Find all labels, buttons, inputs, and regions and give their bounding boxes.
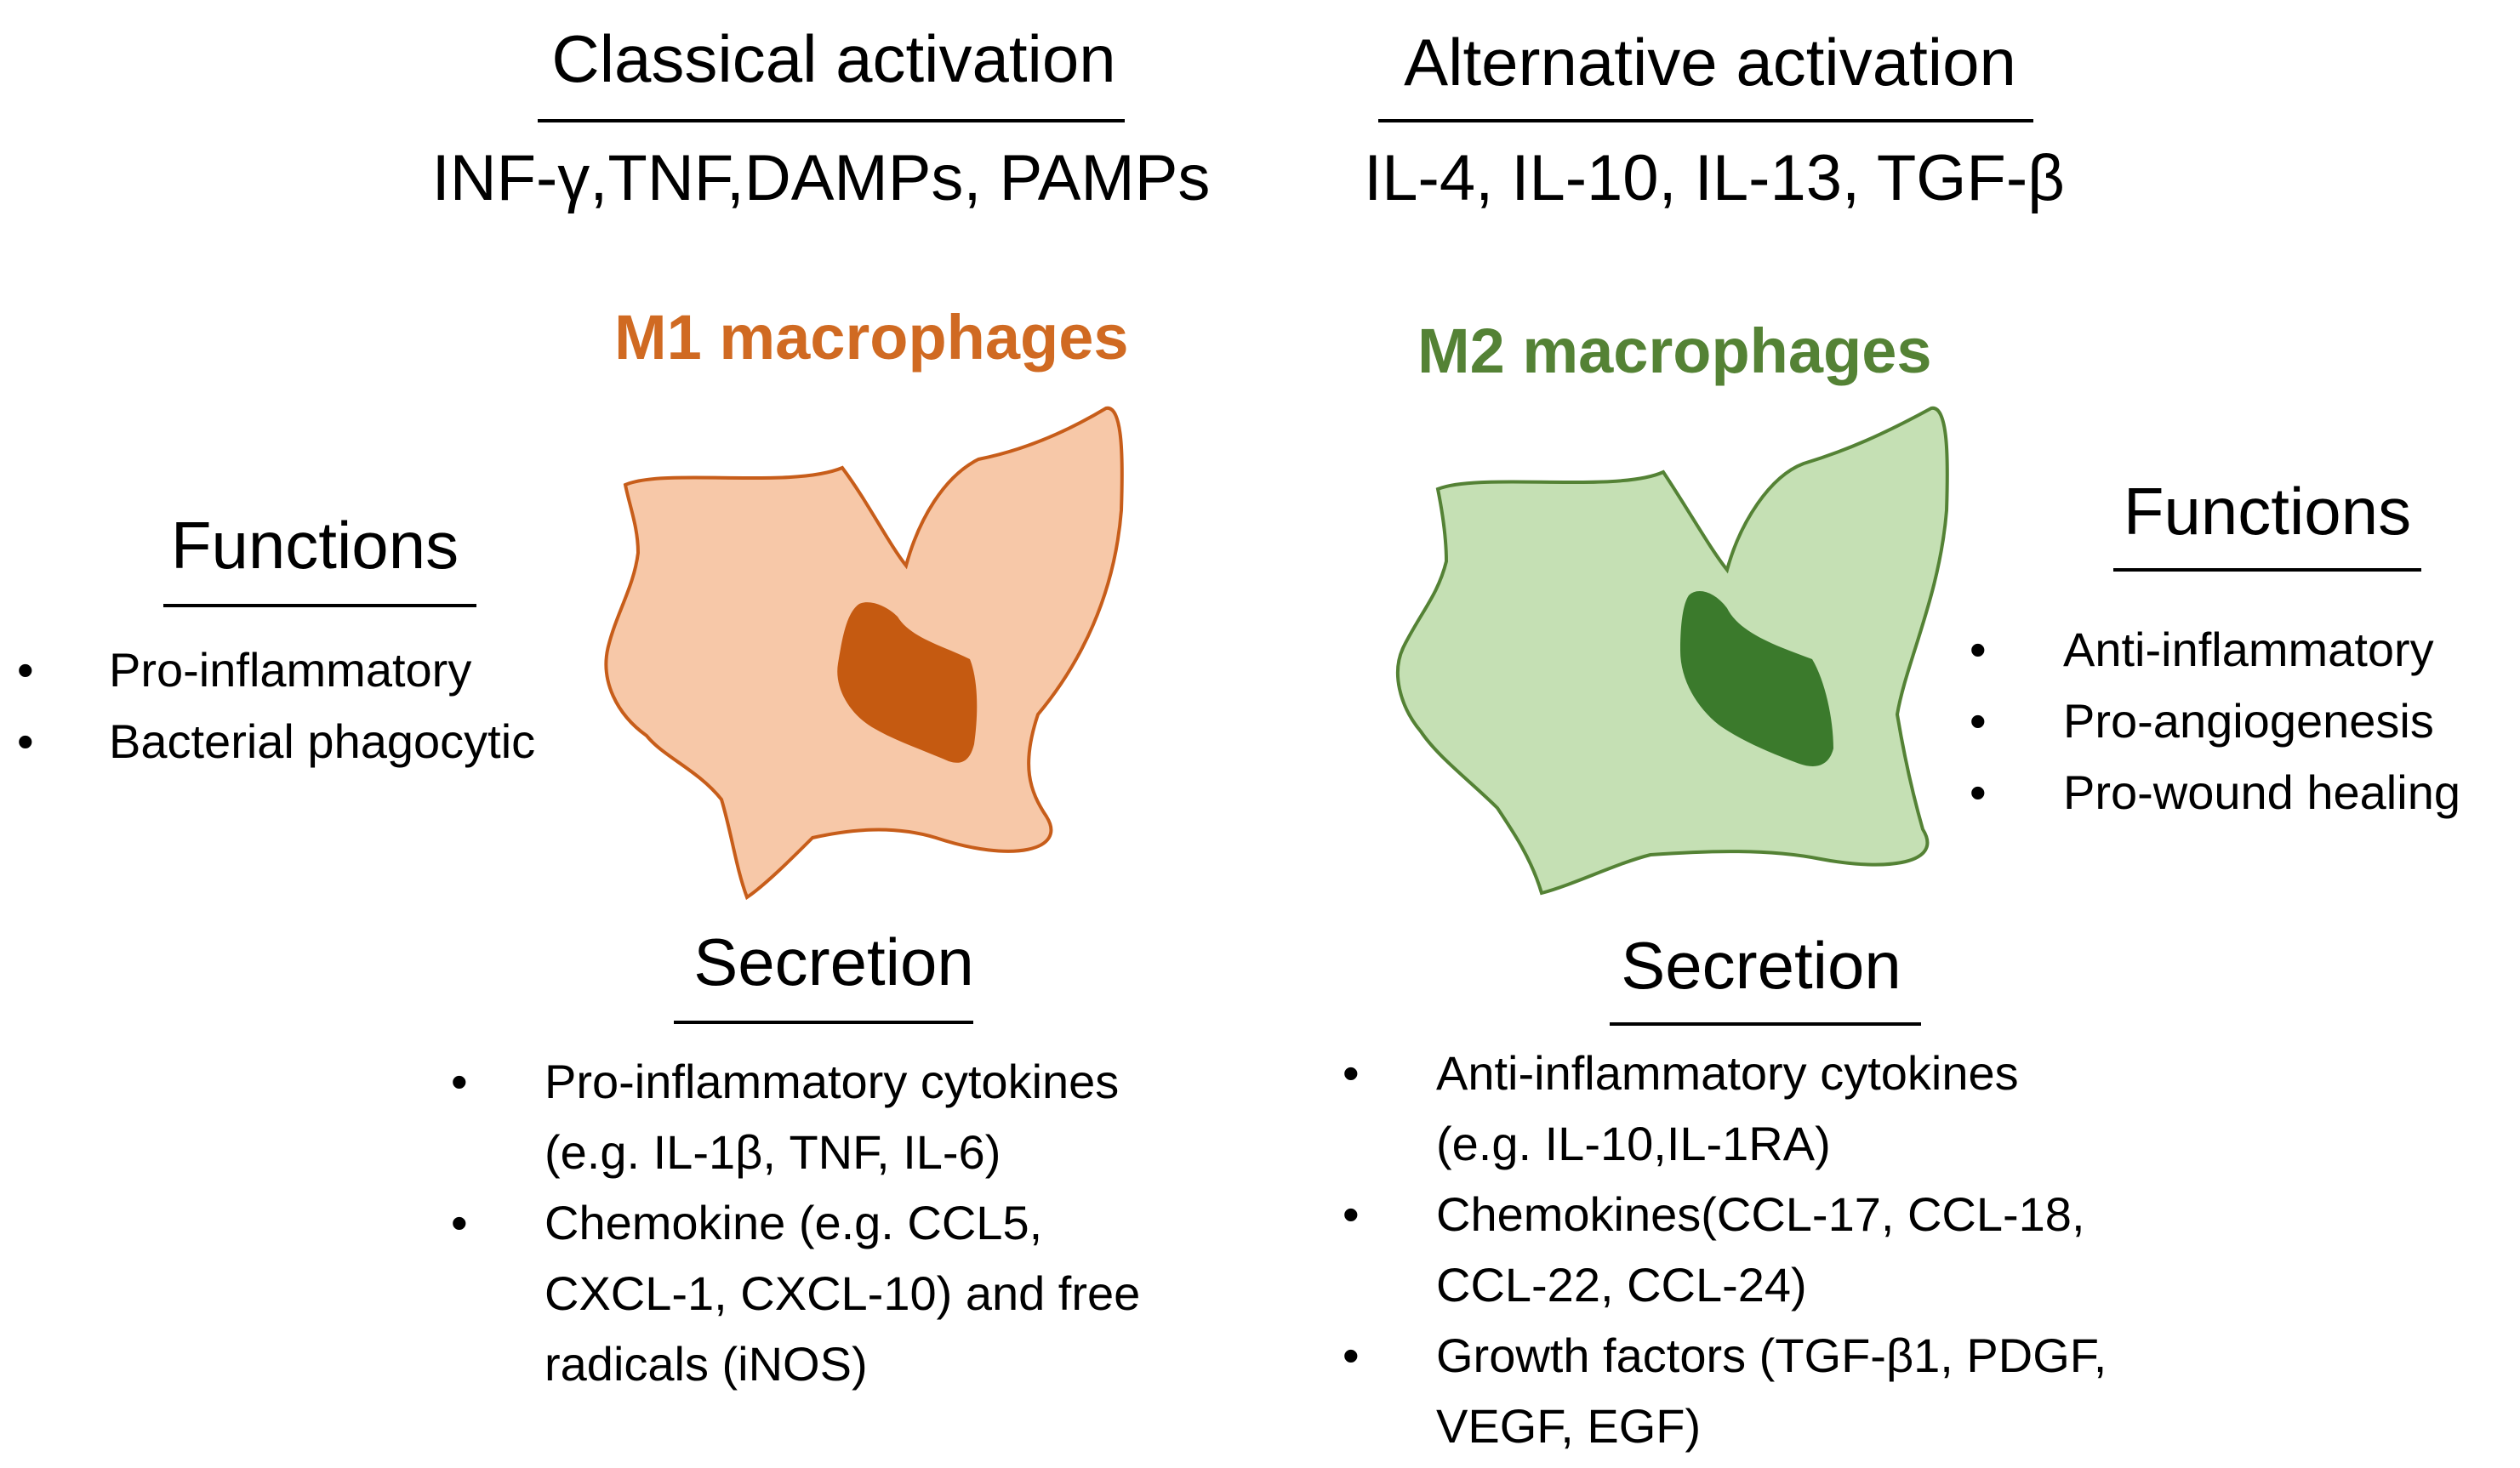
m2-function-item: • Pro-wound healing [1970,757,2460,828]
m1-function-label: Pro-inflammatory [109,643,472,697]
m2-functions-heading: Functions [2123,474,2412,549]
m1-secretion-line: Pro-inflammatory cytokines [544,1055,1120,1108]
m2-function-item: • Pro-angiogenesis [1970,686,2460,757]
m1-activation-rule [538,119,1125,122]
m1-secretion-line: (e.g. IL-1β, TNF, IL-6) [544,1125,1001,1179]
m1-function-item: • Pro-inflammatory [17,634,535,706]
m2-activation-heading: Alternative activation [1404,25,2016,100]
m2-secretion-line: CCL-22, CCL-24) [1436,1258,1807,1312]
m2-stimuli: IL-4, IL-10, IL-13, TGF-β [1364,142,2065,214]
m1-secretion-item: • Pro-inflammatory cytokines (e.g. IL-1β… [451,1046,1140,1187]
m2-activation-rule [1378,119,2033,122]
bullet-icon: • [1343,1329,1360,1382]
m2-secretion-line: VEGF, EGF) [1436,1399,1702,1453]
m1-nucleus [837,602,978,763]
m2-secretion-line: Chemokines(CCL-17, CCL-18, [1436,1187,2085,1241]
m1-secretion-item: • Chemokine (e.g. CCL5, CXCL-1, CXCL-10)… [451,1187,1140,1399]
m2-secretion-list: • Anti-inflammatory cytokines (e.g. IL-1… [1343,1038,2107,1461]
m1-function-item: • Bacterial phagocytic [17,706,535,777]
m2-secretion-heading: Secretion [1621,928,1901,1003]
bullet-icon: • [1970,623,1987,676]
m1-secretion-line: Chemokine (e.g. CCL5, [544,1196,1043,1249]
m1-activation-heading: Classical activation [551,21,1116,96]
m2-functions-rule [2113,568,2421,572]
m1-secretion-line: CXCL-1, CXCL-10) and free [544,1266,1141,1320]
bullet-icon: • [17,643,34,697]
m2-title: M2 macrophages [1417,316,1932,386]
bullet-icon: • [1343,1187,1360,1241]
m1-secretion-rule [674,1021,973,1024]
m2-secretion-line: (e.g. IL-10,IL-1RA) [1436,1117,1831,1170]
m2-functions-list: • Anti-inflammatory • Pro-angiogenesis •… [1970,614,2460,828]
m1-secretion-heading: Secretion [693,925,974,999]
m2-function-label: Pro-angiogenesis [2063,694,2434,748]
m2-secretion-item: • Growth factors (TGF-β1, PDGF, VEGF, EG… [1343,1320,2107,1461]
m2-cell-body [1396,406,1949,896]
m2-function-item: • Anti-inflammatory [1970,614,2460,686]
m2-secretion-line: Growth factors (TGF-β1, PDGF, [1436,1329,2107,1382]
m2-secretion-item: • Anti-inflammatory cytokines (e.g. IL-1… [1343,1038,2107,1179]
m1-stimuli: INF-γ,TNF,DAMPs, PAMPs [431,142,1211,214]
m2-secretion-line: Anti-inflammatory cytokines [1436,1046,2019,1100]
m2-nucleus [1680,591,1833,766]
bullet-icon: • [17,714,34,768]
m2-function-label: Pro-wound healing [2063,765,2460,819]
m2-secretion-rule [1610,1022,1921,1026]
m1-functions-heading: Functions [170,508,459,583]
m1-functions-rule [163,604,476,607]
bullet-icon: • [451,1055,468,1108]
m2-secretion-item: • Chemokines(CCL-17, CCL-18, CCL-22, CCL… [1343,1179,2107,1320]
m1-secretion-list: • Pro-inflammatory cytokines (e.g. IL-1β… [451,1046,1140,1399]
m1-function-label: Bacterial phagocytic [109,714,536,768]
m1-title: M1 macrophages [614,302,1129,373]
bullet-icon: • [1970,694,1987,748]
bullet-icon: • [1343,1046,1360,1100]
bullet-icon: • [1970,765,1987,819]
m1-functions-list: • Pro-inflammatory • Bacterial phagocyti… [17,634,535,777]
m1-secretion-line: radicals (iNOS) [544,1337,868,1391]
bullet-icon: • [451,1196,468,1249]
m2-function-label: Anti-inflammatory [2063,623,2434,676]
